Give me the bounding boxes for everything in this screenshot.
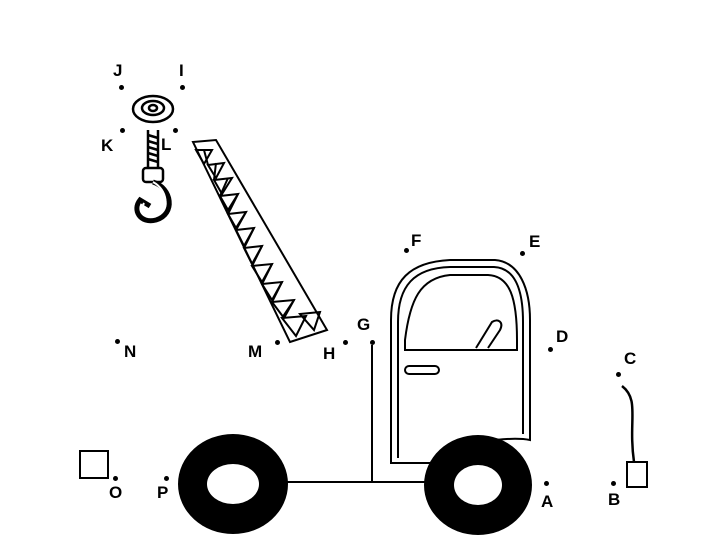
small-parts: [79, 385, 648, 488]
label-h: H: [323, 344, 336, 363]
dot-k: [120, 128, 125, 133]
label-g: G: [357, 315, 371, 334]
dot-c: [616, 372, 621, 377]
label-e: E: [529, 232, 541, 251]
dot-d: [548, 347, 553, 352]
dot-h: [343, 340, 348, 345]
dot-e: [520, 251, 525, 256]
label-l: L: [161, 135, 172, 154]
dot-g: [370, 340, 375, 345]
label-b: B: [608, 490, 621, 509]
crane-hook: [134, 130, 172, 224]
dot-p: [164, 476, 169, 481]
wheels: [178, 434, 532, 535]
label-k: K: [101, 136, 114, 155]
dot-i: [180, 85, 185, 90]
truck-chassis: [280, 345, 430, 483]
label-i: I: [179, 61, 184, 80]
dot-a: [544, 481, 549, 486]
dot-l: [173, 128, 178, 133]
label-a: A: [541, 492, 554, 511]
label-p: P: [157, 483, 169, 502]
dot-m: [275, 340, 280, 345]
dot-b: [611, 481, 616, 486]
crane-boom: [191, 138, 329, 344]
dot-n: [115, 339, 120, 344]
truck-cab: [390, 259, 531, 464]
label-n: N: [124, 342, 137, 361]
dot-f: [404, 248, 409, 253]
label-m: M: [248, 342, 263, 361]
dot-o: [113, 476, 118, 481]
pulley-wheel: [131, 94, 175, 124]
label-c: C: [624, 349, 637, 368]
label-f: F: [411, 231, 422, 250]
dot-j: [119, 85, 124, 90]
label-o: O: [109, 483, 123, 502]
label-d: D: [556, 327, 569, 346]
label-j: J: [113, 61, 123, 80]
